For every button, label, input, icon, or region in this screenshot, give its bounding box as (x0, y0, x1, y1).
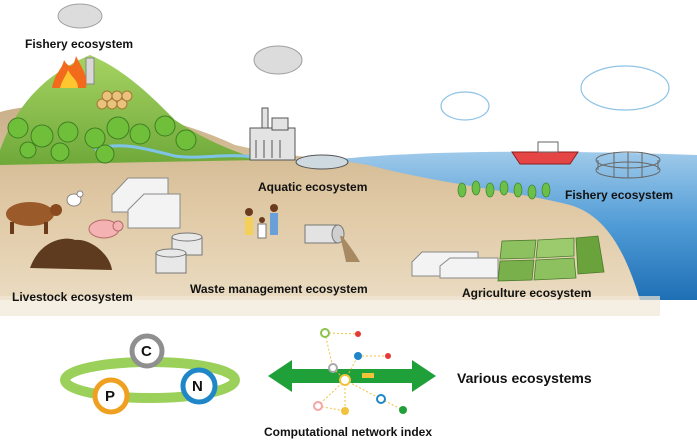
seaweed-icon (457, 180, 551, 200)
label-livestock: Livestock ecosystem (12, 290, 133, 304)
fish-pen-icon (595, 151, 661, 179)
family-icon (245, 204, 278, 239)
network-caption: Computational network index (264, 425, 433, 439)
manure-pile (30, 238, 112, 270)
cloud-icon (253, 45, 303, 75)
greenhouse-icon (411, 251, 499, 279)
cycle-node-n (180, 367, 218, 405)
label-fishery-right: Fishery ecosystem (565, 188, 674, 202)
tree-group (7, 115, 197, 164)
cloud-icon (580, 65, 670, 111)
label-waste: Waste management ecosystem (190, 282, 368, 296)
double-arrow (268, 360, 436, 392)
cow-icon (6, 202, 62, 234)
pig-icon (88, 219, 124, 239)
various-ecosystems-label: Various ecosystems (457, 370, 592, 386)
fire-icon (52, 56, 95, 88)
drain-pipe-icon (304, 224, 360, 262)
farm-field-icon (497, 235, 605, 282)
log-pile-icon (96, 90, 133, 110)
greenhouse-icon (111, 177, 181, 229)
cloud-icon (440, 91, 490, 121)
river (94, 144, 261, 160)
factory-icon (249, 107, 349, 170)
label-aquatic: Aquatic ecosystem (258, 180, 368, 194)
cloud-icon (57, 3, 103, 29)
green-hill (0, 55, 260, 165)
label-agriculture: Agriculture ecosystem (462, 286, 592, 300)
storage-tank-icon (155, 232, 203, 274)
cycle-label-p: P (105, 388, 116, 405)
ship-icon (511, 141, 579, 165)
cycle-label-c: C (141, 343, 152, 360)
cycle-node-c (129, 333, 165, 369)
network-graph (268, 328, 436, 415)
label-fishery-top: Fishery ecosystem (25, 37, 134, 51)
chicken-icon (66, 190, 84, 207)
cycle-label-n: N (192, 378, 203, 395)
cycle-node-p (92, 377, 130, 415)
